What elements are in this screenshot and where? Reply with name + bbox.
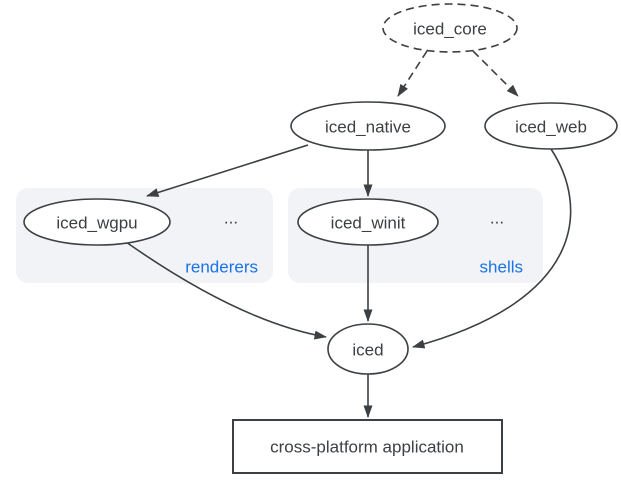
iced-winit-label: iced_winit [331, 214, 406, 233]
node-iced-web: iced_web [484, 102, 618, 150]
node-iced-winit: iced_winit [297, 198, 439, 246]
iced-core-ellipse [382, 3, 518, 53]
edge-core-web [472, 50, 519, 97]
iced-native-ellipse [290, 101, 446, 151]
node-iced: iced [327, 323, 409, 375]
iced-native-label: iced_native [325, 118, 411, 137]
edge-web-iced [412, 148, 572, 349]
iced-web-ellipse [484, 102, 618, 150]
node-iced-wgpu: iced_wgpu [23, 198, 171, 246]
iced-winit-ellipse [297, 198, 439, 246]
shells-ellipsis: ... [490, 209, 504, 228]
iced-ellipse [327, 323, 409, 375]
edge-core-native [397, 50, 428, 97]
app-rectangle [232, 419, 503, 474]
iced-core-label: iced_core [413, 20, 487, 39]
node-cross-platform-application: cross-platform application [232, 419, 503, 474]
iced-wgpu-ellipse [23, 198, 171, 246]
iced-wgpu-label: iced_wgpu [56, 214, 137, 233]
iced-web-label: iced_web [515, 118, 587, 137]
edge-wgpu-iced [125, 241, 327, 340]
iced-label: iced [352, 341, 383, 360]
edge-native-wgpu [146, 144, 309, 197]
renderers-group-label: renderers [185, 258, 258, 277]
node-iced-native: iced_native [290, 101, 446, 151]
node-iced-core: iced_core [382, 3, 518, 53]
app-label: cross-platform application [270, 438, 464, 457]
shells-group-label: shells [480, 258, 523, 277]
renderers-ellipsis: ... [224, 209, 238, 228]
